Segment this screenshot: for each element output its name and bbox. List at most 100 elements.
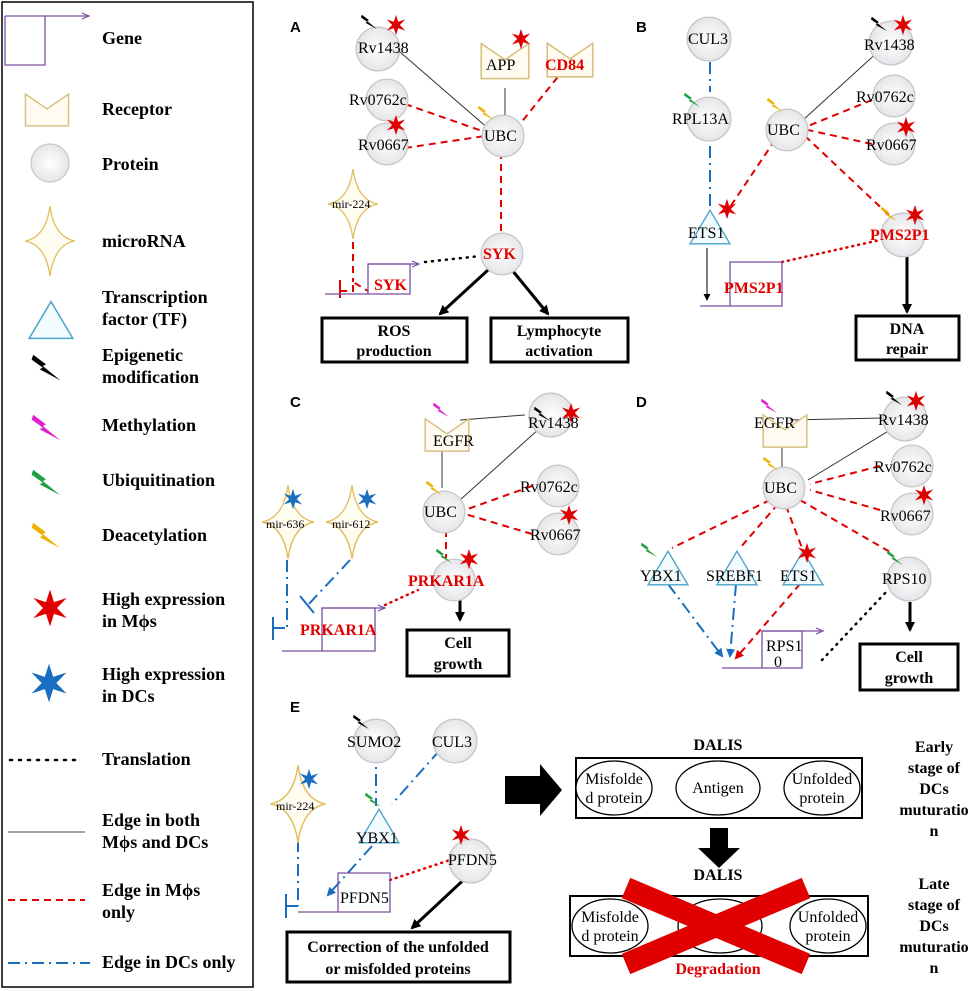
- degradation-label: Degradation: [675, 961, 760, 978]
- misfolded-late-label-2: d protein: [581, 928, 638, 945]
- egfr-label-c: EGFR: [433, 433, 474, 450]
- rv1438-label-a: Rv1438: [358, 40, 409, 57]
- early-stage-label-2: stage of: [908, 760, 961, 777]
- unfolded-early-label-2: protein: [799, 790, 844, 807]
- rps10-gene-label-2: 0: [774, 654, 782, 671]
- pfdn5-label: PFDN5: [448, 852, 497, 869]
- edge-cul3-ybx1: [391, 749, 441, 805]
- legend-m-only-label-1: Edge in Mϕs: [102, 880, 200, 900]
- antigen-ellipse: [675, 760, 761, 816]
- ros-outcome-box: [320, 316, 469, 364]
- pms2p1-label: PMS2P1: [870, 227, 930, 244]
- late-stage-label-1: Late: [918, 876, 949, 893]
- misfolded-early-label-2: d protein: [585, 790, 642, 807]
- panel-b-label: B: [636, 19, 647, 36]
- panel-c-label: C: [290, 394, 301, 411]
- edge-rv1438-ubc-c: [459, 427, 541, 501]
- edge-mir224-syk-gene: [340, 230, 369, 292]
- panel-a-label: A: [290, 19, 301, 36]
- legend-methylation-label: Methylation: [102, 415, 196, 435]
- edge-mir612-prkar1a: [306, 559, 351, 607]
- prkar1a-label: PRKAR1A: [408, 573, 485, 590]
- legend-gene-label: Gene: [102, 28, 142, 48]
- cell-growth-c-label-2: growth: [434, 656, 483, 673]
- cell-growth-c-label-1: Cell: [444, 635, 472, 652]
- legend-both-label-2: Mϕs and DCs: [102, 832, 208, 852]
- legend-deacetylation-label: Deacetylation: [102, 525, 207, 545]
- panel-e: E SUMO2 CUL3 YBX1 mir-224 PFDN5 PFDN5 Co…: [269, 699, 969, 984]
- edge-ets1-rps10-gene: [734, 583, 801, 660]
- cul3-label-e: CUL3: [432, 734, 472, 751]
- sumo2-label: SUMO2: [347, 734, 401, 751]
- edge-ubc-ets1-d: [785, 505, 803, 549]
- unfolded-ellipse-early: [783, 760, 861, 816]
- cell-growth-d-label-1: Cell: [895, 649, 923, 666]
- edge-syk-translation: [423, 254, 482, 264]
- unfolded-ellipse-late: [789, 898, 867, 954]
- legend: Gene Receptor Protein microRNA Transcrip…: [1, 1, 254, 988]
- legend-protein-label: Protein: [102, 154, 159, 174]
- panel-d-label: D: [636, 394, 647, 411]
- early-stage-label-3: DCs: [919, 781, 948, 798]
- ubc-label-d: UBC: [764, 480, 797, 497]
- edge-ubc-rps10: [799, 499, 891, 553]
- edge-ybx1-pfdn5-gene: [326, 845, 373, 897]
- rv0762c-label-b: Rv0762c: [856, 89, 914, 106]
- cell-growth-box-d: [858, 642, 960, 692]
- rv1438-label-c: Rv1438: [528, 415, 579, 432]
- rpl13a-label: RPL13A: [672, 111, 729, 128]
- ros-label-1: ROS: [378, 323, 411, 340]
- mir224-label-e: mir-224: [276, 799, 314, 813]
- correction-label-1: Correction of the unfolded: [307, 939, 489, 956]
- antigen-label: Antigen: [692, 780, 744, 797]
- arrow-syk-ros: [438, 268, 490, 316]
- rv1438-label-b: Rv1438: [864, 37, 915, 54]
- rv0667-label-b: Rv0667: [866, 137, 917, 154]
- legend-tf-label-2: factor (TF): [102, 309, 187, 330]
- protein-icon: [30, 143, 70, 183]
- cell-growth-box-c: [405, 628, 511, 678]
- rv0667-label-d: Rv0667: [880, 508, 931, 525]
- legend-microrna-label: microRNA: [102, 231, 186, 251]
- rv0667-label-a: Rv0667: [358, 137, 409, 154]
- mir612-label: mir-612: [332, 517, 370, 531]
- unfolded-late-label-2: protein: [805, 928, 850, 945]
- egfr-label-d: EGFR: [754, 415, 795, 432]
- late-stage-label-2: stage of: [908, 897, 961, 914]
- edge-pms2p1-translation: [780, 238, 882, 264]
- methylation-bolt-icon: [432, 402, 450, 418]
- early-stage-label-1: Early: [915, 739, 953, 756]
- pms2p1-gene-node: [700, 261, 783, 307]
- lymph-label-1: Lymphocyte: [517, 323, 601, 340]
- late-stage-label-4: muturatio: [899, 939, 968, 956]
- panel-a: A Rv1438 APP CD84 Rv0762c Rv0667 UBC SYK: [290, 14, 630, 364]
- edge-pfdn5-translation: [388, 858, 452, 882]
- ubc-label-b: UBC: [767, 122, 800, 139]
- ubc-label-c: UBC: [424, 504, 457, 521]
- high-dc-star-icon: [357, 488, 377, 510]
- degradation-cross-icon: [621, 877, 811, 975]
- edge-rv1438-ubc-b: [802, 49, 881, 121]
- edge-ubc-srebf1: [739, 503, 779, 549]
- panel-c: C EGFR Rv1438 Rv0762c Rv0667 UBC PRKAR1A: [261, 392, 581, 678]
- legend-high-dc-label-2: in DCs: [102, 686, 155, 706]
- mir636-label: mir-636: [266, 517, 304, 531]
- early-stage-label-5: n: [930, 823, 939, 840]
- legend-ubiquitination-label: Ubiquitination: [102, 470, 215, 490]
- ubiquitination-bolt-icon: [364, 792, 382, 808]
- edge-mir224-pfdn5-gene: [286, 840, 299, 907]
- legend-dc-only-label: Edge in DCs only: [102, 952, 236, 972]
- ros-label-2: production: [356, 343, 431, 360]
- correction-label-2: or misfolded proteins: [325, 961, 470, 978]
- mir224-label-a: mir-224: [332, 197, 370, 211]
- ubiquitination-bolt-icon: [640, 542, 658, 558]
- edge-mir636-prkar1a: [273, 560, 288, 629]
- cd84-label: CD84: [545, 57, 584, 74]
- edge-egfr-rv1438-c: [459, 414, 526, 421]
- syk-gene-node: [325, 264, 418, 295]
- panel-b: B CUL3 RPL13A ETS1 UBC Rv1438 Rv0762c Rv…: [636, 14, 961, 362]
- ets1-label-b: ETS1: [688, 225, 724, 242]
- ybx1-label-e: YBX1: [356, 830, 398, 847]
- edge-srebf1-rps10-gene: [726, 583, 737, 658]
- edge-rv1438-ubc: [399, 51, 491, 131]
